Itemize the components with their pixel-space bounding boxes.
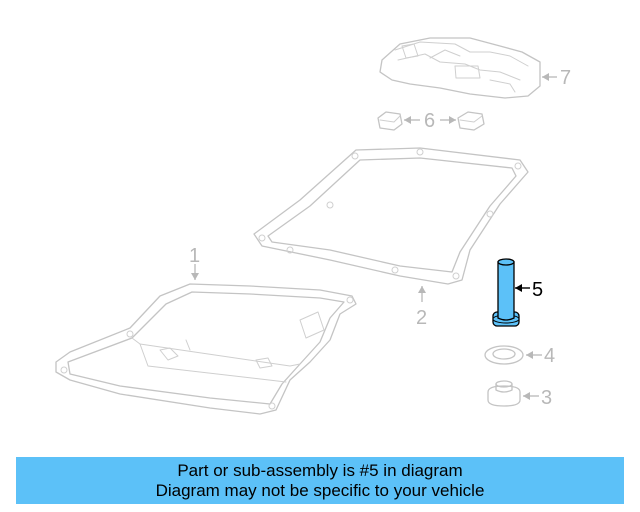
callout-5: 5 <box>532 279 543 301</box>
callout-4: 4 <box>544 345 555 367</box>
part-2-gasket <box>253 147 529 285</box>
part-5-overflow-tube <box>492 258 520 327</box>
part-1-oil-pan <box>55 283 357 415</box>
callout-6: 6 <box>424 110 435 132</box>
banner-line-2: Diagram may not be specific to your vehi… <box>155 480 485 500</box>
parts-diagram: 7 6 2 <box>55 37 571 415</box>
part-6-pads <box>377 111 485 131</box>
callout-3: 3 <box>541 387 552 409</box>
info-banner: Part or sub-assembly is #5 in diagram Di… <box>16 457 624 504</box>
banner-line-1: Part or sub-assembly is #5 in diagram <box>177 460 463 480</box>
part-4-seal-ring <box>484 345 524 365</box>
part-7-valve-body <box>379 37 541 99</box>
callout-7: 7 <box>560 67 571 89</box>
part-3-drain-plug <box>487 380 521 407</box>
callout-2: 2 <box>416 307 427 329</box>
callout-1: 1 <box>189 245 200 267</box>
